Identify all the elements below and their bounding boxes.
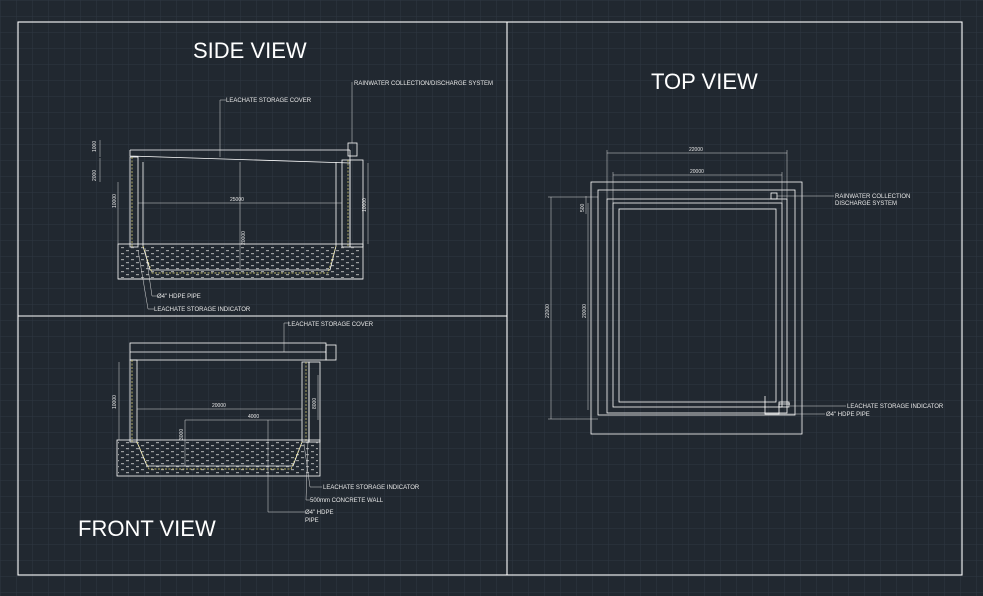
side-cover-label: LEACHATE STORAGE COVER	[226, 98, 312, 104]
side-indicator-label: LEACHATE STORAGE INDICATOR	[154, 307, 251, 313]
front-view: FRONT VIEW LEACHATE STORAGE COVER 20000 …	[78, 322, 420, 541]
top-indicator-label: LEACHATE STORAGE INDICATOR	[847, 404, 944, 410]
top-dim-small: 500	[580, 203, 586, 212]
side-dim-h1: 1000	[92, 141, 98, 152]
front-dim-h2: 8000	[312, 398, 318, 409]
front-dim-h3: 3000	[179, 429, 185, 440]
top-rain-label-1: RAINWATER COLLECTION	[835, 194, 910, 200]
side-dim-h2: 2000	[92, 170, 98, 181]
front-dim-inner: 4000	[248, 414, 259, 420]
top-dim-inner-h: 20000	[582, 304, 588, 318]
front-view-title: FRONT VIEW	[78, 516, 216, 541]
front-indicator-label: LEACHATE STORAGE INDICATOR	[323, 485, 420, 491]
top-view-title: TOP VIEW	[651, 69, 758, 94]
front-dim-width: 20000	[212, 403, 226, 409]
front-cover-label: LEACHATE STORAGE COVER	[288, 322, 374, 328]
front-pipe-label-1: Ø4" HDPE	[305, 510, 333, 516]
top-dim-outer-h: 22000	[545, 304, 551, 318]
front-wall-label: 500mm CONCRETE WALL	[310, 498, 384, 504]
side-cover[interactable]	[129, 150, 351, 164]
top-outer-slab[interactable]	[590, 181, 803, 435]
top-dim-outer-w: 22000	[689, 147, 703, 153]
side-view: SIDE VIEW LEACHATE STORAGE COVER RAINWAT…	[92, 38, 493, 313]
side-rain-label: RAINWATER COLLECTION/DISCHARGE SYSTEM	[354, 81, 493, 87]
sheet-frame	[17, 21, 963, 576]
front-dim-h1: 10000	[112, 395, 118, 409]
side-view-title: SIDE VIEW	[193, 38, 307, 63]
side-dim-depth: 20000	[241, 231, 247, 245]
top-view: TOP VIEW 22000 20000 22000 20000 500 RAI…	[545, 69, 944, 435]
top-tank-outline[interactable]	[612, 202, 783, 408]
side-dim-h4: 10000	[362, 198, 368, 212]
side-dim-h3: 10000	[112, 194, 118, 208]
top-pipe-label: Ø4" HDPE PIPE	[826, 412, 870, 418]
top-rain-label-2: DISCHARGE SYSTEM	[835, 201, 897, 207]
front-pipe-label-2: PIPE	[305, 518, 319, 524]
top-dim-inner-w: 20000	[690, 169, 704, 175]
side-dim-width: 25000	[230, 197, 244, 203]
side-pipe-label: Ø4" HDPE PIPE	[157, 294, 201, 300]
